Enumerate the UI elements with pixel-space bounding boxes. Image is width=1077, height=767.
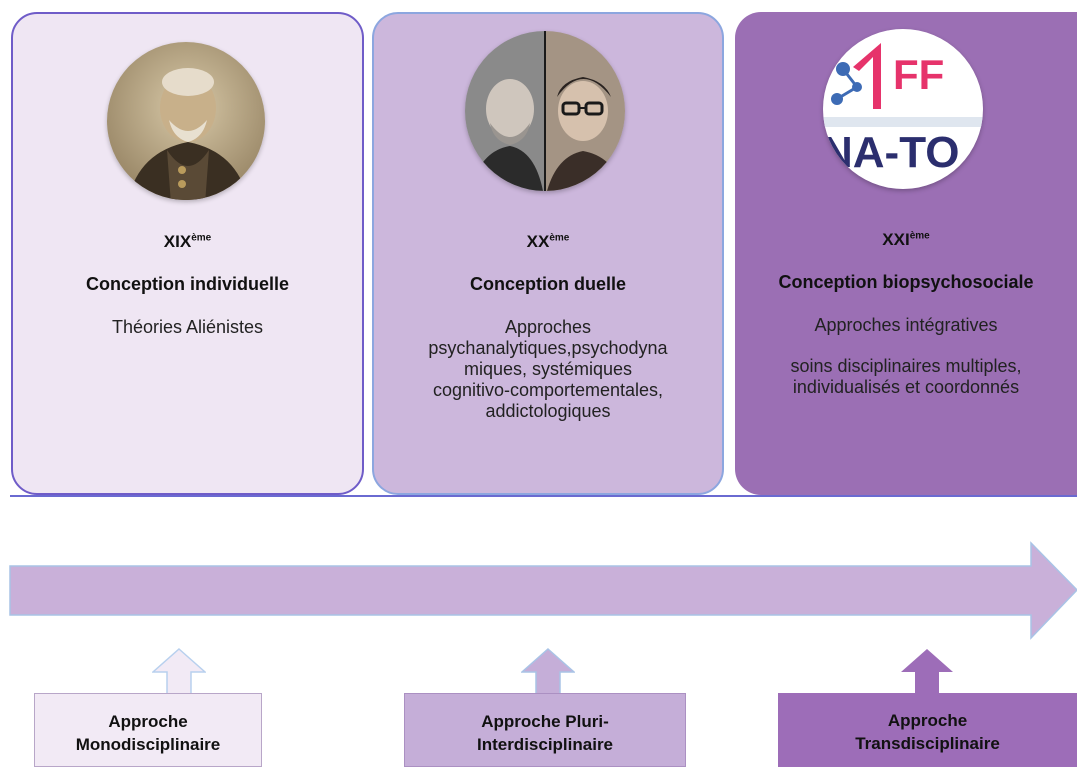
portrait-psychoanalysts-photo — [465, 31, 625, 191]
desc-line: psychanalytiques,psychodyna — [428, 338, 668, 358]
approach-label: Interdisciplinaire — [476, 735, 614, 754]
approach-mono-box: Approche Monodisciplinaire — [34, 693, 262, 767]
century-label: XIXème — [163, 232, 212, 251]
desc-line: miques, systémiques — [463, 359, 633, 379]
card-xxi: FF NA-TO XXIème Conception biopsychosoci… — [735, 12, 1077, 495]
concept-description: Théories Aliénistes — [111, 317, 264, 337]
logo-text-top: FF — [893, 51, 944, 98]
logo-text-bottom: NA-TO — [823, 128, 960, 177]
approach-label: Approche Pluri- — [481, 712, 609, 731]
approach-label: Approche — [108, 712, 188, 731]
up-arrow-icon — [521, 648, 575, 694]
concept-description: Approches intégratives — [814, 315, 998, 335]
portrait-alienist-photo — [106, 42, 265, 200]
approach-label: Monodisciplinaire — [75, 735, 221, 754]
desc-line: addictologiques — [485, 401, 611, 421]
desc-line: Approches — [504, 317, 592, 337]
approach-label: Transdisciplinaire — [855, 734, 1000, 753]
desc-line: soins disciplinaires multiples, — [790, 356, 1022, 376]
desc-line: individualisés et coordonnés — [792, 377, 1020, 397]
century-label: XXIème — [882, 230, 930, 249]
up-arrow-icon — [901, 649, 953, 694]
card-xix: XIXème Conception individuelle Théories … — [11, 12, 364, 495]
concept-title: Conception duelle — [469, 274, 626, 294]
desc-line: cognitivo-comportementales, — [432, 380, 664, 400]
approach-label: Approche — [887, 711, 968, 730]
concept-description: Approches psychanalytiques,psychodyna mi… — [384, 317, 712, 422]
approach-pluri-box: Approche Pluri- Interdisciplinaire — [404, 693, 686, 767]
card-xx: XXème Conception duelle Approches psycha… — [372, 12, 724, 495]
logo-ffa-nato: FF NA-TO — [823, 29, 983, 189]
century-label: XXème — [526, 232, 570, 251]
approach-trans-box: Approche Transdisciplinaire — [778, 693, 1077, 767]
timeline-arrow — [9, 541, 1077, 640]
concept-description-secondary: soins disciplinaires multiples, individu… — [743, 356, 1069, 398]
timeline-line — [10, 495, 1077, 497]
concept-title: Conception biopsychosociale — [778, 272, 1034, 292]
concept-title: Conception individuelle — [85, 274, 289, 294]
up-arrow-icon — [152, 648, 206, 694]
